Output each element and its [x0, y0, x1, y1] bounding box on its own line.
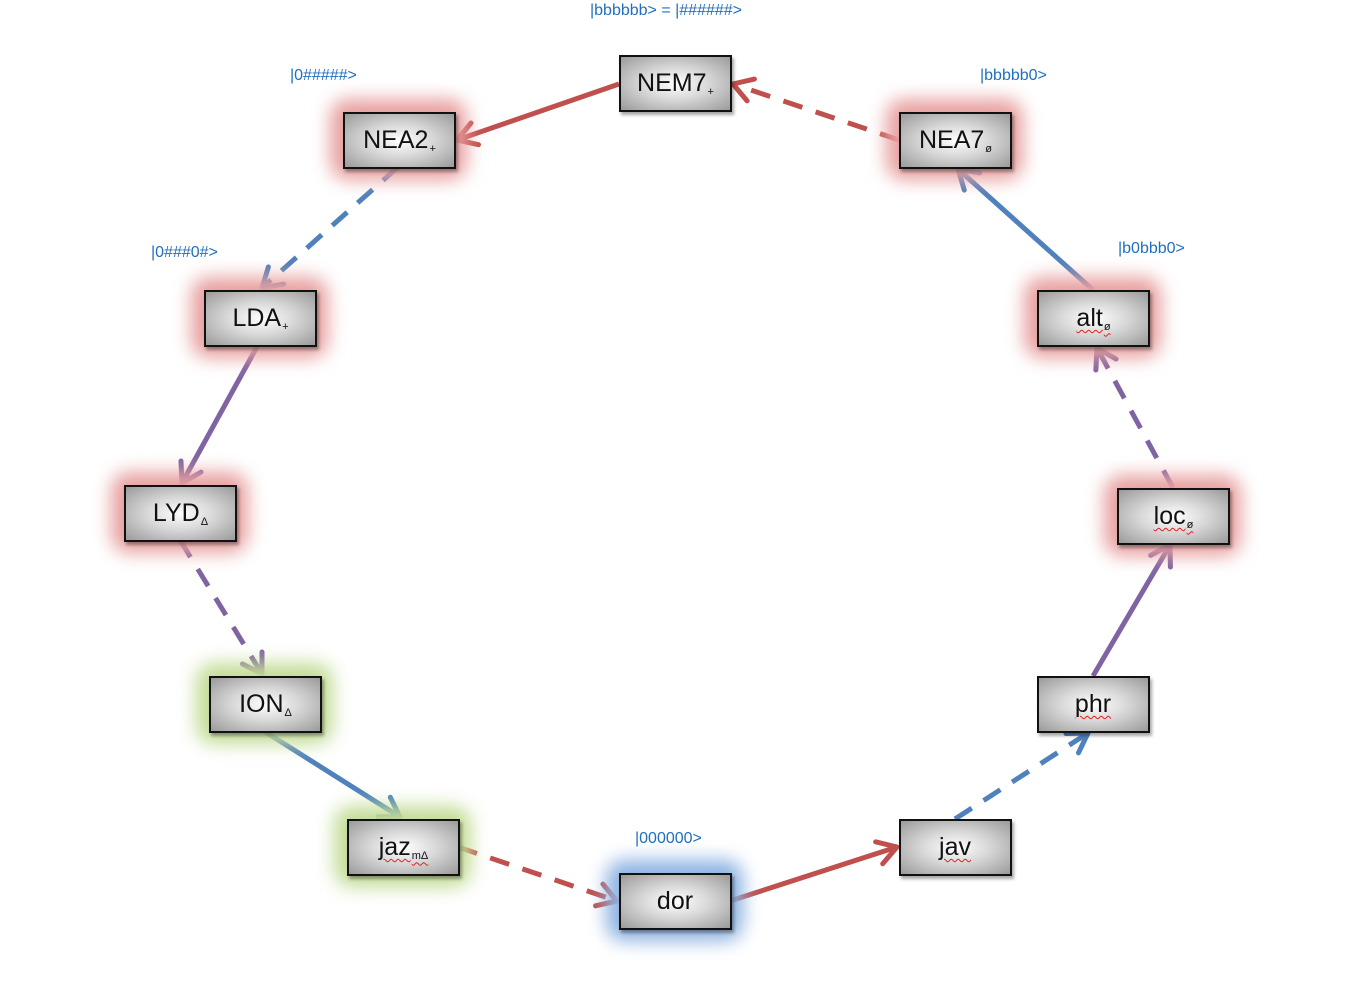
node-subscript: mΔ [411, 849, 429, 862]
edge-line [262, 728, 402, 820]
node-label: NEA2 [363, 126, 429, 154]
edge-line [179, 343, 261, 485]
node-NEA2[interactable]: NEA2+ [343, 112, 456, 169]
node-subscript: Δ [200, 515, 209, 528]
ket-label-lda: |0###0#> [151, 244, 218, 261]
ket-label-nem7: |bbbbbb> = |######> [590, 2, 743, 19]
edge-LYD-to-ION [177, 538, 265, 677]
node-label: alt [1076, 304, 1103, 332]
node-label: jaz [378, 833, 411, 861]
node-subscript: + [707, 85, 714, 98]
ket-label-dor: |000000> [635, 830, 702, 847]
node-subscript: ø [1186, 518, 1194, 531]
edge-line [732, 81, 900, 143]
edge-line [1090, 543, 1173, 678]
node-subscript: + [282, 320, 289, 333]
edge-NEA7-to-NEM7 [730, 76, 900, 143]
node-jav[interactable]: jav [899, 819, 1012, 876]
edge-dor-to-jav [729, 839, 900, 904]
arrowhead-icon [873, 839, 900, 867]
edge-jav-to-phr [953, 730, 1091, 822]
node-label: LDA [232, 304, 282, 332]
edge-loc-to-alt [1093, 345, 1176, 490]
ket-label-nea2: |0#####> [290, 67, 357, 84]
ket-label-nea7: |bbbbb0> [980, 67, 1047, 84]
node-label: LYD [152, 499, 200, 527]
edge-line [953, 730, 1090, 822]
edge-line [457, 844, 618, 904]
edge-line [729, 844, 898, 904]
node-label: loc [1153, 502, 1186, 530]
node-subscript: + [429, 142, 436, 155]
node-label: NEA7 [918, 126, 985, 154]
arrowhead-icon [730, 76, 757, 104]
node-label: NEM7 [637, 69, 707, 97]
node-label: jav [939, 833, 971, 861]
edge-phr-to-loc [1090, 542, 1173, 678]
edge-line [260, 165, 400, 290]
node-LDA[interactable]: LDA+ [204, 290, 317, 347]
ket-label-alt: |b0bbb0> [1118, 240, 1185, 257]
edge-LDA-to-LYD [178, 343, 261, 486]
node-subscript: ø [985, 142, 993, 155]
edge-NEA2-to-LDA [259, 165, 400, 291]
node-phr[interactable]: phr [1037, 676, 1150, 733]
node-label: phr [1074, 690, 1112, 718]
edge-line [177, 538, 265, 676]
node-label: ION [239, 690, 284, 718]
node-NEM7[interactable]: NEM7+ [619, 55, 732, 112]
edge-line [456, 81, 620, 143]
edge-line [1094, 346, 1176, 490]
node-dor[interactable]: dor [619, 873, 732, 930]
arrowhead-icon [1063, 730, 1091, 756]
node-subscript: Δ [284, 706, 292, 719]
edge-jaz-to-dor [457, 844, 620, 909]
edge-NEM7-to-NEA2 [454, 81, 620, 148]
edge-line [956, 167, 1095, 292]
node-label: dor [656, 887, 694, 915]
edge-alt-to-NEA7 [955, 166, 1095, 292]
node-subscript: ø [1103, 320, 1111, 333]
